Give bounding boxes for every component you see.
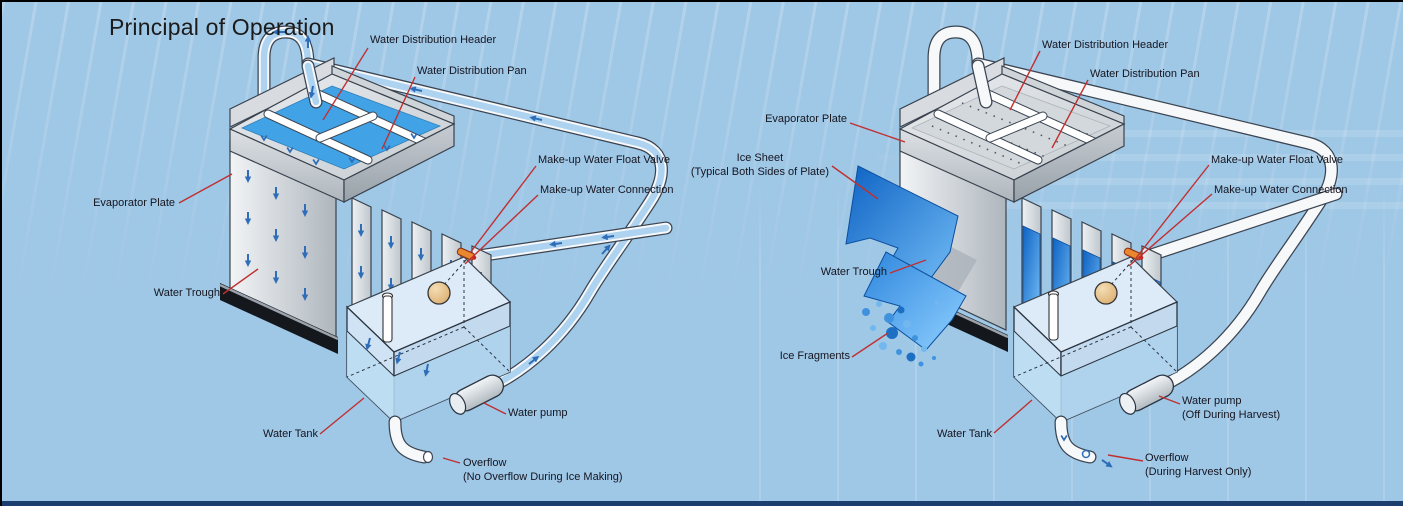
left-diagram — [178, 25, 673, 464]
left-water-pump — [449, 374, 505, 415]
label-right-float-valve: Make-up Water Float Valve — [1211, 154, 1344, 166]
left-water-distribution-pan — [228, 57, 456, 203]
label-right-water-trough: Water Trough — [820, 266, 887, 278]
right-diagram — [831, 25, 1343, 472]
right-water-tank — [1012, 247, 1179, 424]
label-right-makeup-connection: Make-up Water Connection — [1214, 184, 1348, 196]
left-leader-lines — [178, 47, 539, 464]
right-leader-lines — [831, 50, 1213, 462]
label-right-pump-line2: (Off During Harvest) — [1182, 408, 1281, 421]
label-left-overflow-line1: Overflow — [463, 457, 507, 469]
bottom-bar — [2, 501, 1403, 506]
left-makeup-float-valve — [456, 247, 477, 261]
label-right-water-tank: Water Tank — [936, 428, 992, 440]
left-water-distribution-header — [263, 89, 429, 165]
label-left-overflow-line2: (No Overflow During Ice Making) — [463, 470, 623, 483]
left-makeup-water-pipe — [471, 221, 673, 263]
label-right-ice-fragments: Ice Fragments — [779, 350, 850, 362]
left-water-tank — [345, 247, 512, 424]
label-right-evaporator-plate: Evaporator Plate — [765, 113, 847, 125]
label-left-makeup-connection: Make-up Water Connection — [540, 184, 674, 196]
left-float-ball — [427, 281, 451, 305]
label-right-water-pump: Water pump (Off During Harvest) — [1182, 395, 1280, 422]
label-right-distribution-pan: Water Distribution Pan — [1090, 68, 1200, 80]
label-left-float-valve: Make-up Water Float Valve — [538, 154, 671, 166]
right-water-distribution-pan — [898, 57, 1126, 203]
label-right-ice-sheet-line2: (Typical Both Sides of Plate) — [690, 165, 829, 178]
right-ice-fragments — [862, 301, 939, 367]
label-left-overflow: Overflow (No Overflow During Ice Making) — [463, 457, 623, 484]
label-left-water-tank: Water Tank — [262, 428, 318, 440]
right-recirculation-pipe — [927, 25, 1338, 395]
label-right-distribution-header: Water Distribution Header — [1042, 39, 1169, 51]
page-title: Principal of Operation — [109, 14, 335, 40]
label-right-overflow-line1: Overflow — [1145, 452, 1189, 464]
label-right-ice-sheet: Ice Sheet (Typical Both Sides of Plate) — [691, 152, 829, 179]
right-makeup-water-pipe — [1141, 187, 1343, 263]
right-ice-sheets — [845, 165, 977, 351]
label-left-water-pump: Water pump — [508, 407, 568, 419]
label-left-distribution-pan: Water Distribution Pan — [417, 65, 527, 77]
label-left-distribution-header: Water Distribution Header — [370, 34, 497, 46]
left-overflow-pipe — [388, 415, 434, 464]
right-water-distribution-header — [933, 89, 1099, 165]
label-left-water-trough: Water Trough — [153, 287, 220, 299]
right-overflow-pipe — [1054, 415, 1116, 472]
right-float-ball — [1094, 281, 1118, 305]
label-left-evaporator-plate: Evaporator Plate — [93, 197, 175, 209]
right-water-pump — [1119, 374, 1175, 415]
label-right-overflow-line2: (During Harvest Only) — [1145, 465, 1252, 478]
left-recirculation-pipe — [257, 25, 668, 395]
label-right-pump-line1: Water pump — [1182, 395, 1242, 407]
label-right-overflow: Overflow (During Harvest Only) — [1145, 452, 1251, 479]
label-right-ice-sheet-line1: Ice Sheet — [736, 152, 784, 164]
